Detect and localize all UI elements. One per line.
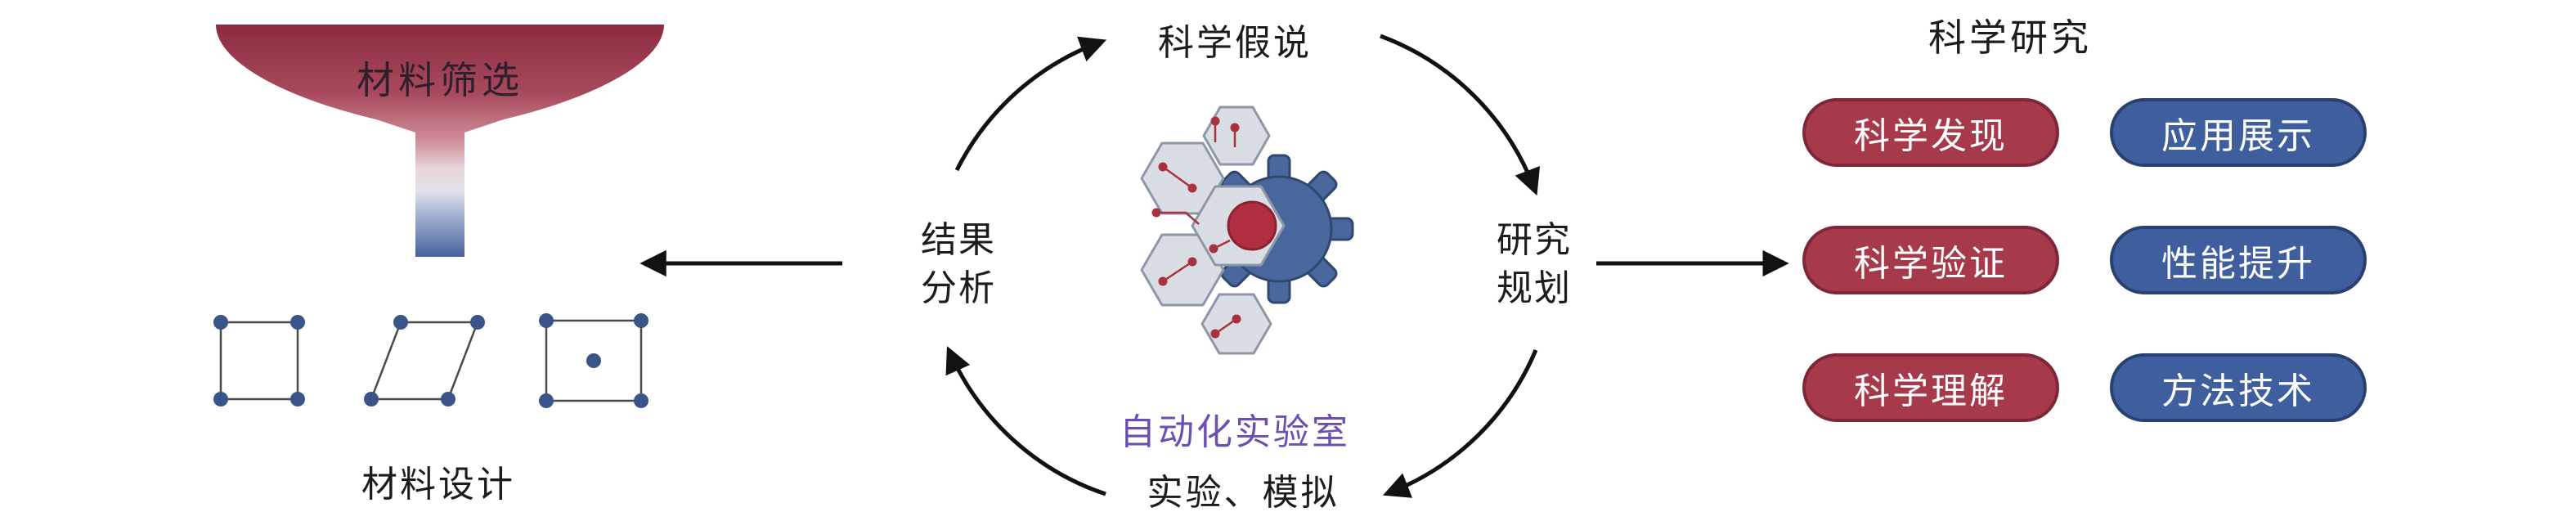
analysis-line2: 分析 bbox=[921, 268, 996, 309]
planning-line2: 规划 bbox=[1497, 268, 1572, 309]
pill-scientific-understanding: 科学理解 bbox=[1802, 353, 2059, 422]
pill-application-demo: 应用展示 bbox=[2110, 98, 2367, 167]
funnel-shape bbox=[216, 25, 664, 257]
cycle-arrow-analysis-to-hypothesis bbox=[954, 36, 1107, 172]
core-dot bbox=[1227, 200, 1277, 251]
lattice-nodes bbox=[213, 313, 648, 408]
pill-scientific-discovery: 科学发现 bbox=[1802, 98, 2059, 167]
materials-design-label: 材料设计 bbox=[361, 465, 515, 505]
circuit-nodes bbox=[1151, 116, 1241, 339]
research-title: 科学研究 bbox=[1928, 16, 2092, 59]
automated-lab-label: 自动化实验室 bbox=[1120, 412, 1350, 452]
cycle-label-planning: 研究 规划 bbox=[1497, 216, 1572, 313]
funnel-label: 材料筛选 bbox=[357, 59, 523, 101]
pill-performance-improvement: 性能提升 bbox=[2110, 226, 2367, 294]
cycle-arrow-experiment-to-analysis bbox=[945, 346, 1106, 496]
crystal-square bbox=[219, 321, 299, 401]
automated-lab-icon bbox=[1140, 106, 1354, 355]
crystal-parallelogram bbox=[370, 321, 479, 401]
crystal-structures bbox=[213, 313, 648, 408]
analysis-line1: 结果 bbox=[921, 220, 996, 260]
pill-methods-technology: 方法技术 bbox=[2110, 353, 2367, 422]
pill-scientific-validation: 科学验证 bbox=[1802, 226, 2059, 294]
cycle-arrow-planning-to-experiment bbox=[1382, 349, 1538, 498]
cycle-arrow-hypothesis-to-planning bbox=[1380, 34, 1541, 196]
cycle-label-hypothesis: 科学假说 bbox=[1158, 23, 1312, 63]
materials-screening-funnel bbox=[216, 25, 664, 257]
cycle-label-experiment: 实验、模拟 bbox=[1147, 473, 1340, 512]
planning-line1: 研究 bbox=[1497, 220, 1572, 260]
cycle-label-analysis: 结果 分析 bbox=[921, 216, 996, 313]
